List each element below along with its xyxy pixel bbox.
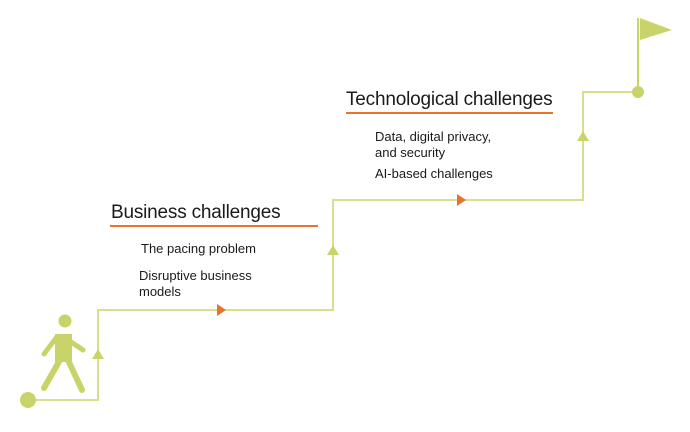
technological-heading: Technological challenges xyxy=(346,89,553,110)
right-arrow-1 xyxy=(217,304,226,316)
list-item: Data, digital privacy, xyxy=(375,129,492,144)
list-item: The pacing problem xyxy=(141,241,256,256)
up-triangle-2 xyxy=(327,245,339,255)
up-triangle-3 xyxy=(577,131,589,141)
list-item: AI-based challenges xyxy=(375,166,493,181)
flag-icon xyxy=(637,18,672,88)
end-node-icon xyxy=(632,86,644,98)
walking-person-icon xyxy=(41,314,86,393)
list-item: models xyxy=(139,284,181,299)
right-arrow-2 xyxy=(457,194,466,206)
business-heading: Business challenges xyxy=(111,202,281,223)
list-item: and security xyxy=(375,145,446,160)
up-triangle-1 xyxy=(92,349,104,359)
start-node-icon xyxy=(20,392,36,408)
list-item: Disruptive business xyxy=(139,268,252,283)
